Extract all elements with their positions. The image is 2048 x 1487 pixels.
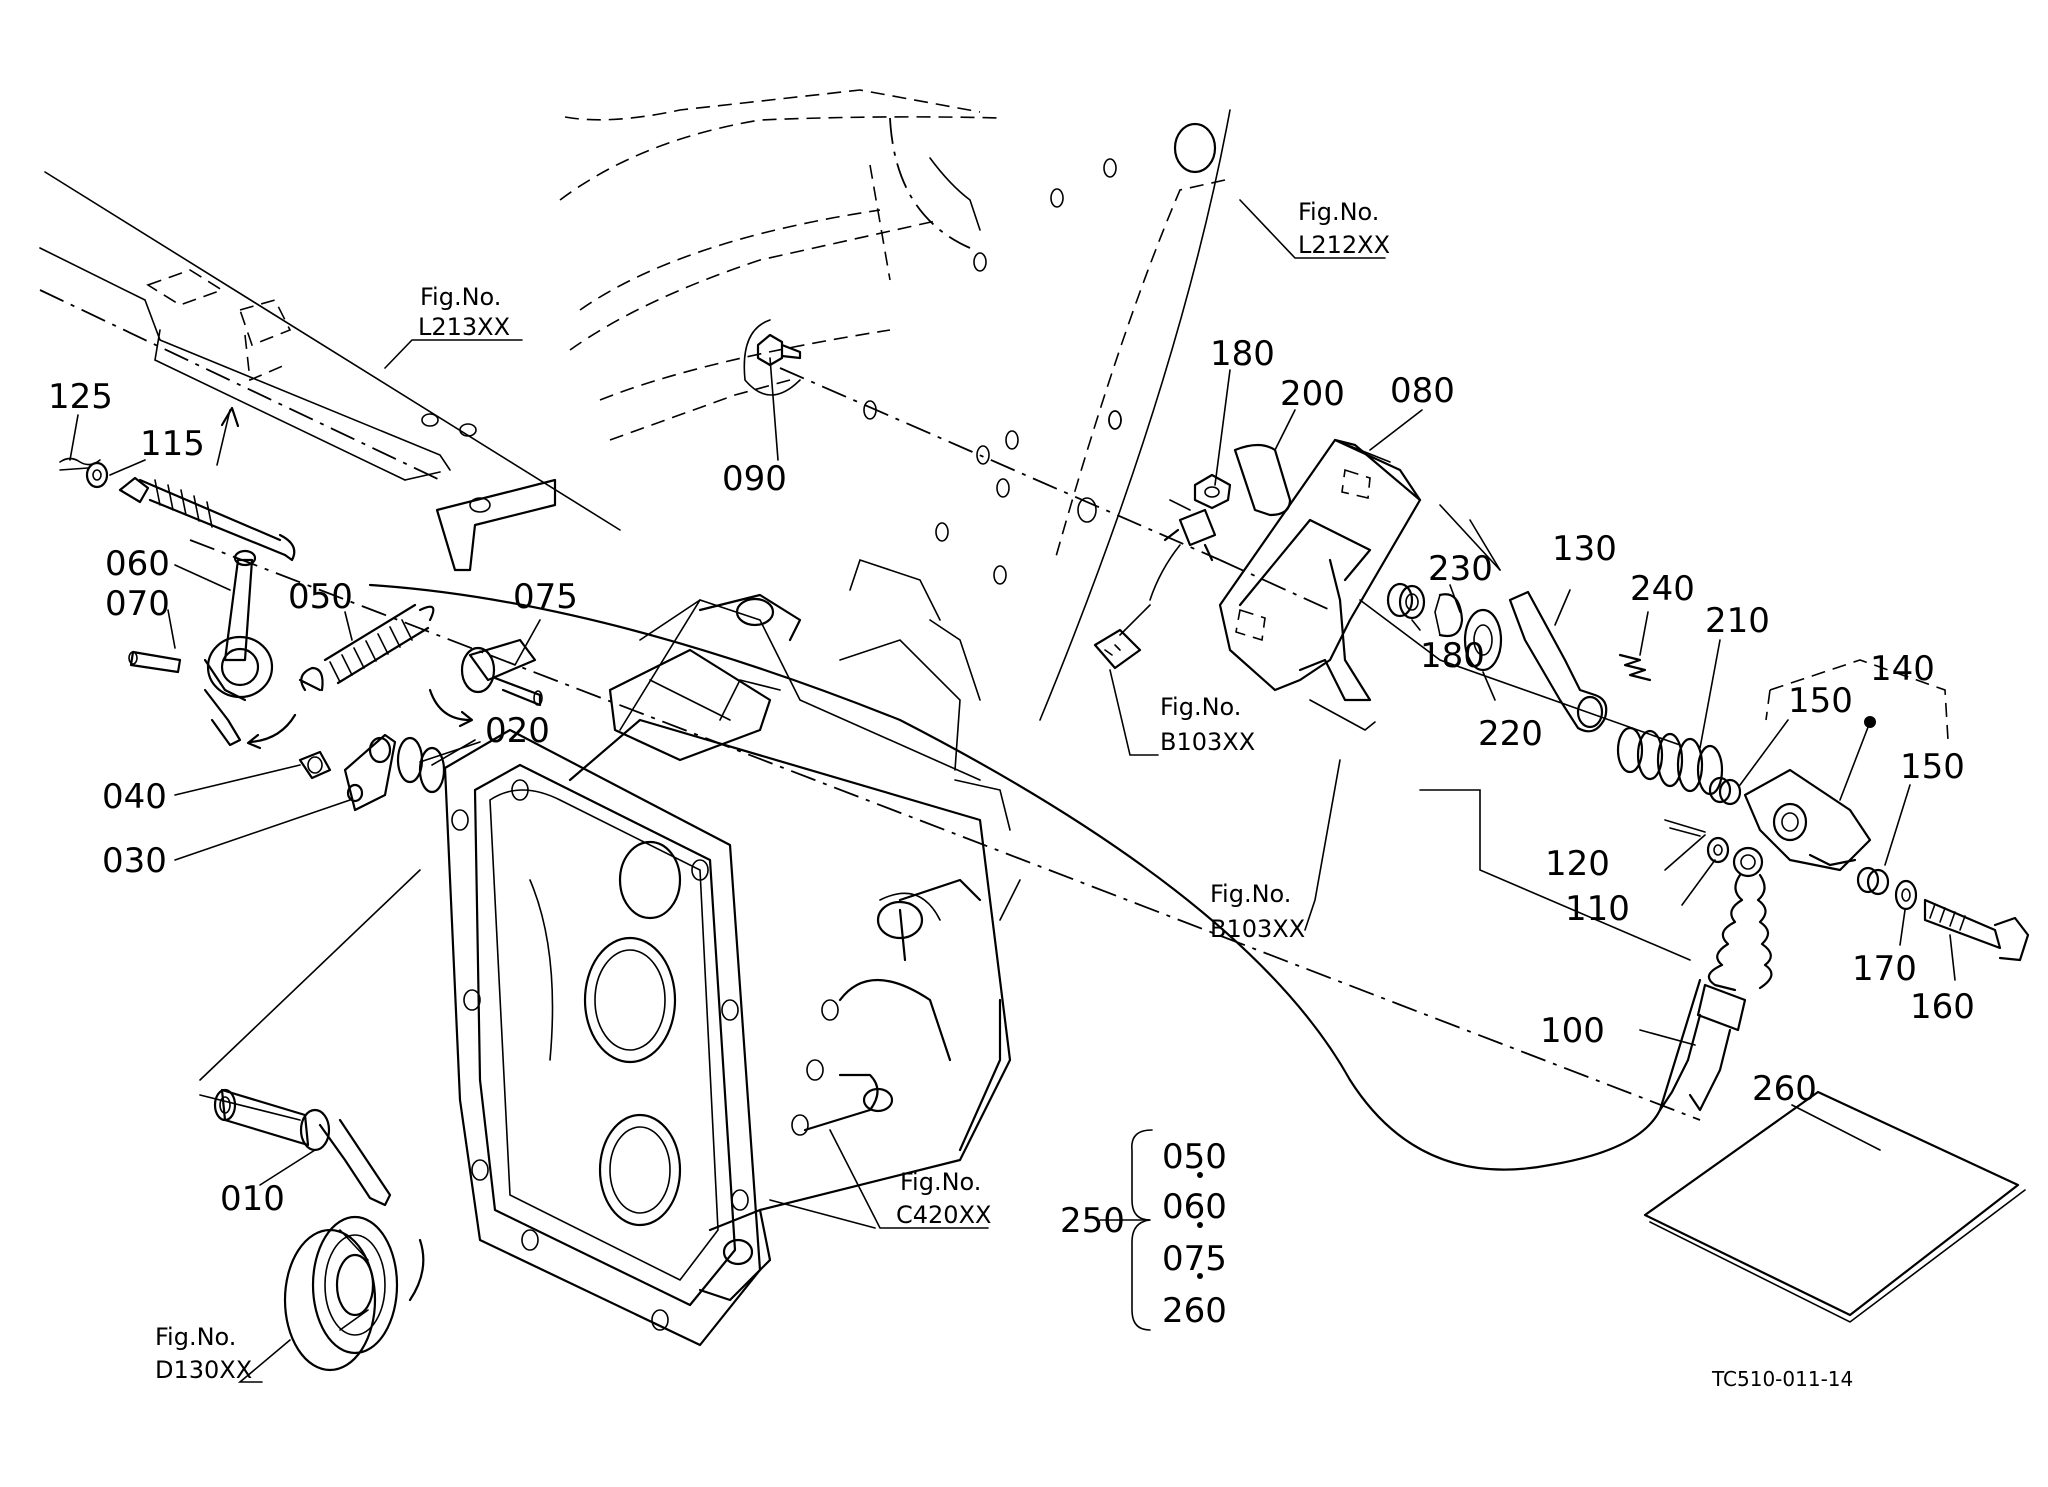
part-label: 110	[1565, 889, 1630, 929]
fig-ref-l212: Fig.No. L212XX	[1298, 198, 1390, 259]
kit-number: 250	[1060, 1201, 1125, 1241]
part-label: 060	[105, 544, 170, 584]
fig-ref-code: C420XX	[896, 1201, 991, 1229]
part-label: 260	[1752, 1069, 1817, 1109]
part-label: 115	[140, 424, 205, 464]
fig-ref-b103-upper: Fig.No. B103XX	[1160, 693, 1255, 756]
kit-item: 060	[1162, 1187, 1227, 1227]
frame-rail	[39, 171, 621, 572]
part-label: 020	[485, 711, 550, 751]
part-label: 050	[288, 577, 353, 617]
pedal-assembly	[1093, 438, 1422, 731]
part-label: 030	[102, 841, 167, 881]
part-040-030-020	[298, 733, 446, 812]
part-label: 100	[1540, 1011, 1605, 1051]
diagram-code: TC510-011-14	[1711, 1367, 1853, 1391]
part-100-rod	[1658, 819, 1773, 1112]
part-label: 120	[1545, 844, 1610, 884]
part-140-assembly	[1708, 659, 2030, 962]
panel-holes	[863, 158, 1122, 585]
fig-ref-code: D130XX	[155, 1356, 252, 1384]
fig-ref-label: Fig.No.	[155, 1323, 236, 1351]
fig-ref-code: L212XX	[1298, 231, 1390, 259]
part-label: 130	[1552, 529, 1617, 569]
threaded-rod	[138, 478, 296, 562]
fig-ref-b103-lower: Fig.No. B103XX	[1210, 880, 1305, 943]
part-010-shaft	[199, 869, 421, 1207]
part-label: 150	[1788, 681, 1853, 721]
fig-ref-c420: Fig.No. C420XX	[896, 1168, 991, 1229]
part-label: 180	[1210, 334, 1275, 374]
fig-ref-label: Fig.No.	[900, 1168, 981, 1196]
part-label: 010	[220, 1179, 285, 1219]
fig-ref-label: Fig.No.	[420, 283, 501, 311]
part-label: 140	[1870, 649, 1935, 689]
part-label: 170	[1852, 949, 1917, 989]
gear-assembly	[283, 1215, 425, 1372]
kit-item: 260	[1162, 1291, 1227, 1331]
part-050-spring	[298, 603, 435, 692]
fig-ref-l213: Fig.No. L213XX	[418, 283, 510, 341]
fig-ref-code: B103XX	[1160, 728, 1255, 756]
part-label: 080	[1390, 371, 1455, 411]
part-labels: 125 115 060 070 050 075 020 040 030 010 …	[48, 334, 1975, 1219]
part-260-manual	[1643, 1090, 2026, 1323]
part-label: 220	[1478, 714, 1543, 754]
part-label: 180	[1420, 636, 1485, 676]
kit-250: 250 050 060 075 260	[1060, 1137, 1227, 1331]
centerlines	[189, 367, 1702, 1171]
part-label: 150	[1900, 747, 1965, 787]
part-label: 040	[102, 777, 167, 817]
part-label: 090	[722, 459, 787, 499]
part-label: 075	[513, 577, 578, 617]
part-label: 125	[48, 377, 113, 417]
part-090-bolt	[743, 319, 802, 396]
fig-ref-code: B103XX	[1210, 915, 1305, 943]
kit-item: 075	[1162, 1239, 1227, 1279]
kit-item: 050	[1162, 1137, 1227, 1177]
fig-ref-code: L213XX	[418, 313, 510, 341]
transmission-case	[443, 558, 1021, 1347]
part-label: 210	[1705, 601, 1770, 641]
part-label: 160	[1910, 987, 1975, 1027]
part-label: 200	[1280, 374, 1345, 414]
fig-ref-label: Fig.No.	[1298, 198, 1379, 226]
tractor-body-outline	[559, 89, 1231, 721]
fig-ref-d130: Fig.No. D130XX	[155, 1323, 252, 1384]
leader-lines	[69, 199, 1956, 1383]
part-label: 230	[1428, 549, 1493, 589]
part-label: 070	[105, 584, 170, 624]
fig-ref-label: Fig.No.	[1210, 880, 1291, 908]
fig-ref-label: Fig.No.	[1160, 693, 1241, 721]
part-075-pin	[428, 638, 543, 728]
pedal-hardware	[1386, 582, 1724, 796]
lever-assembly	[59, 457, 297, 750]
part-label: 240	[1630, 569, 1695, 609]
